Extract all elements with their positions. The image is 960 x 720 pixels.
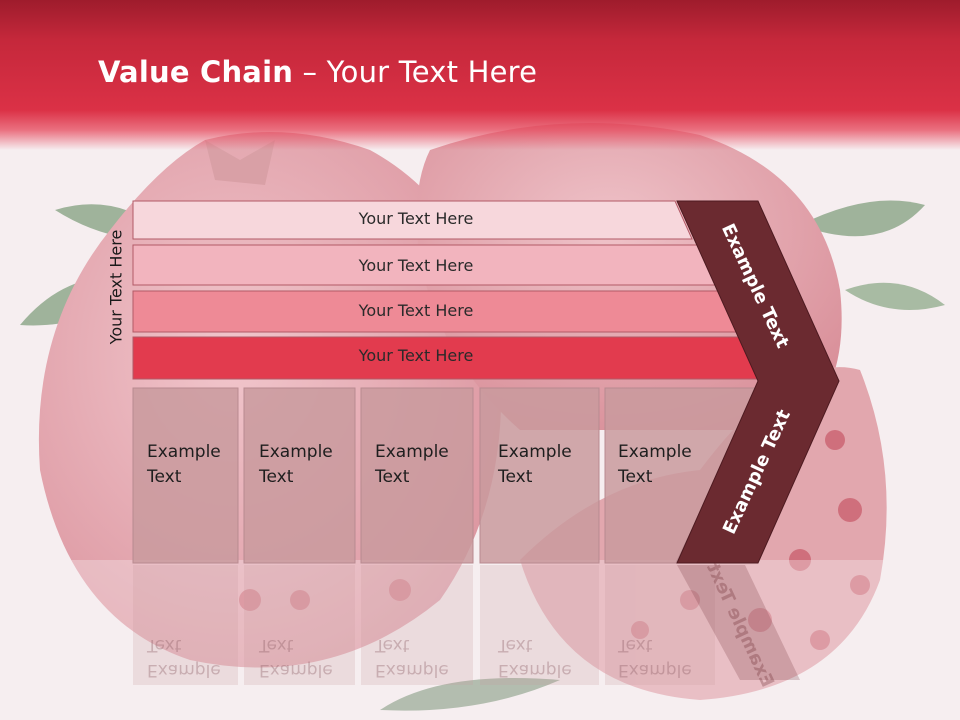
columns-reflection xyxy=(133,565,715,685)
row-3-label: Your Text Here xyxy=(358,301,474,320)
column-2-line2: Text xyxy=(259,467,294,487)
seed-dots xyxy=(239,419,870,650)
column-4-line1: Example xyxy=(498,442,572,462)
column-1-text: Example Text xyxy=(147,440,221,490)
column-1-box[interactable] xyxy=(132,387,239,564)
header-bar xyxy=(0,0,960,150)
row-2-label: Your Text Here xyxy=(358,256,474,275)
column-2-box[interactable] xyxy=(243,387,356,564)
column-1-line2: Text xyxy=(147,467,182,487)
column-2-line1: Example xyxy=(259,442,333,462)
title-rest: – Your Text Here xyxy=(293,55,538,89)
fruit-crown-shape xyxy=(205,140,275,185)
column-4-text: Example Text xyxy=(498,440,572,490)
column-3-line2: Text xyxy=(375,467,410,487)
title-bold: Value Chain xyxy=(98,55,294,89)
column-5-box[interactable] xyxy=(604,387,760,564)
side-label: Your Text Here xyxy=(106,229,126,345)
columns-group xyxy=(132,387,760,564)
row-4-label: Your Text Here xyxy=(358,346,474,365)
chevron-arrow[interactable] xyxy=(676,200,840,564)
column-5-line2: Text xyxy=(618,467,653,487)
row-1-band[interactable] xyxy=(132,200,693,240)
column-3-box[interactable] xyxy=(360,387,474,564)
column-4-line2: Text xyxy=(498,467,533,487)
leaf-shape xyxy=(845,282,945,310)
slide-title: Value Chain – Your Text Here xyxy=(98,55,537,89)
column-4-box[interactable] xyxy=(479,387,600,564)
leaf-shape xyxy=(380,678,560,711)
row-1-label: Your Text Here xyxy=(358,209,474,228)
leaf-shape xyxy=(800,200,925,237)
column-2-text: Example Text xyxy=(259,440,333,490)
column-5-line1: Example xyxy=(618,442,692,462)
chevron-reflection xyxy=(677,565,800,680)
rows-group xyxy=(132,200,764,380)
column-3-line1: Example xyxy=(375,442,449,462)
column-3-text: Example Text xyxy=(375,440,449,490)
column-1-line1: Example xyxy=(147,442,221,462)
column-5-text: Example Text xyxy=(618,440,692,490)
